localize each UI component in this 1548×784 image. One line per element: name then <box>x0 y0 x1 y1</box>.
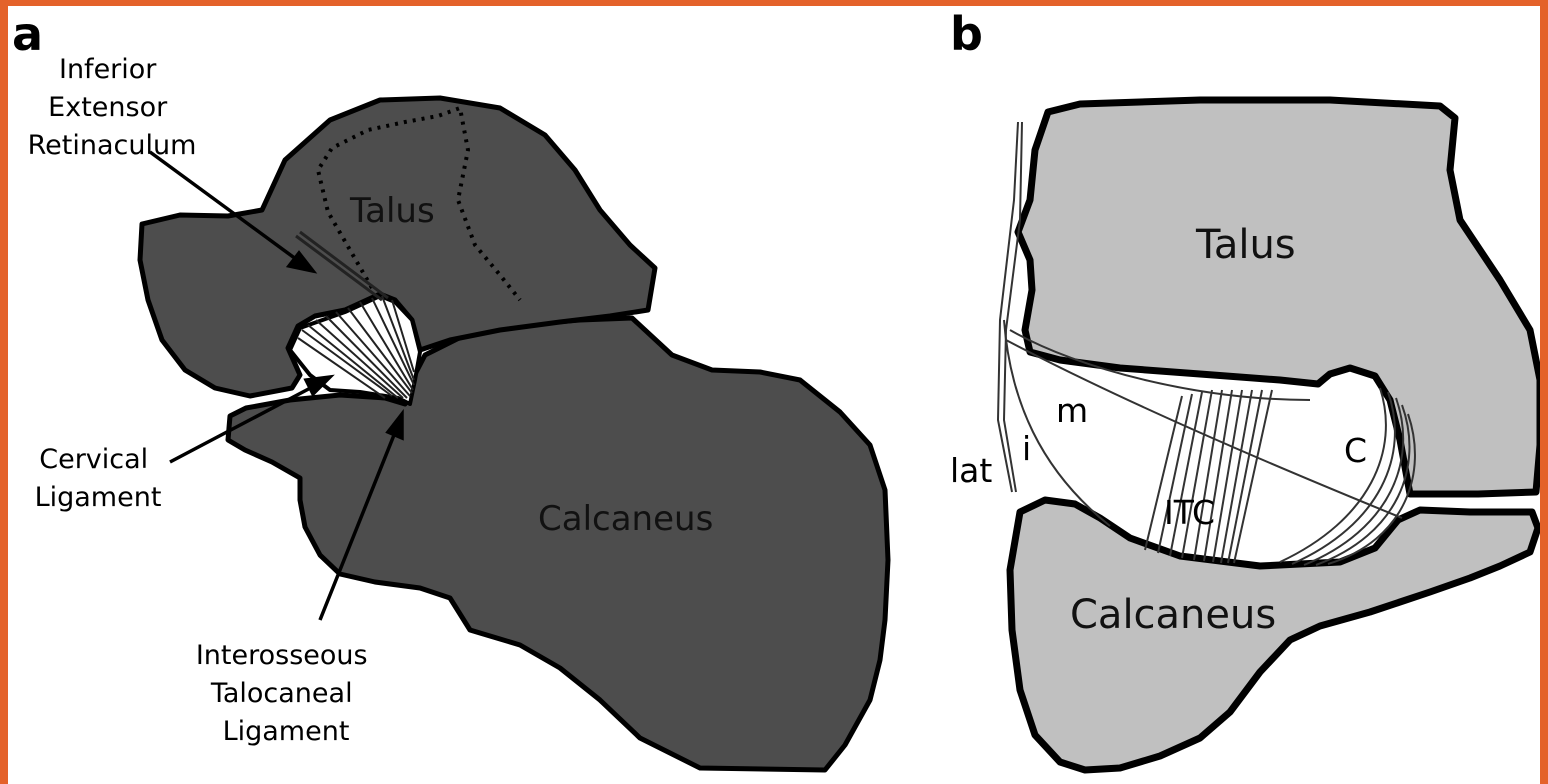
panel-b-talus-shape <box>1018 100 1540 494</box>
anatomy-figure: a Talus Calcaneus <box>8 6 1540 784</box>
retinaculum-line-2: Extensor <box>48 92 168 123</box>
panel-b-m-label: m <box>1056 391 1088 430</box>
panel-a-retinaculum-callout: Inferior Extensor Retinaculum <box>28 54 197 161</box>
panel-a-cervical-callout: Cervical Ligament <box>35 444 162 513</box>
figure-frame: a Talus Calcaneus <box>8 6 1540 784</box>
interosseous-line-1: Interosseous <box>196 640 368 671</box>
panel-b-c-label: C <box>1344 431 1367 470</box>
panel-a: a Talus Calcaneus <box>12 7 888 770</box>
panel-b-letter: b <box>950 7 983 61</box>
panel-b: b Talus <box>950 7 1540 770</box>
panel-a-talus-label: Talus <box>349 191 435 231</box>
panel-b-itc-label: ITC <box>1164 493 1215 532</box>
panel-a-letter: a <box>12 7 43 61</box>
retinaculum-line-3: Retinaculum <box>28 130 197 161</box>
cervical-line-2: Ligament <box>35 482 162 513</box>
panel-b-i-label: i <box>1022 429 1031 468</box>
panel-b-lat-label: lat <box>950 451 992 490</box>
interosseous-line-3: Ligament <box>223 716 350 747</box>
retinaculum-line-1: Inferior <box>59 54 157 85</box>
interosseous-line-2: Talocaneal <box>210 678 353 709</box>
panel-a-calcaneus-label: Calcaneus <box>538 499 713 539</box>
panel-a-interosseous-callout: Interosseous Talocaneal Ligament <box>196 640 376 747</box>
cervical-line-1: Cervical <box>39 444 148 475</box>
panel-b-calcaneus-label: Calcaneus <box>1070 592 1276 638</box>
panel-b-talus-label: Talus <box>1195 222 1296 268</box>
